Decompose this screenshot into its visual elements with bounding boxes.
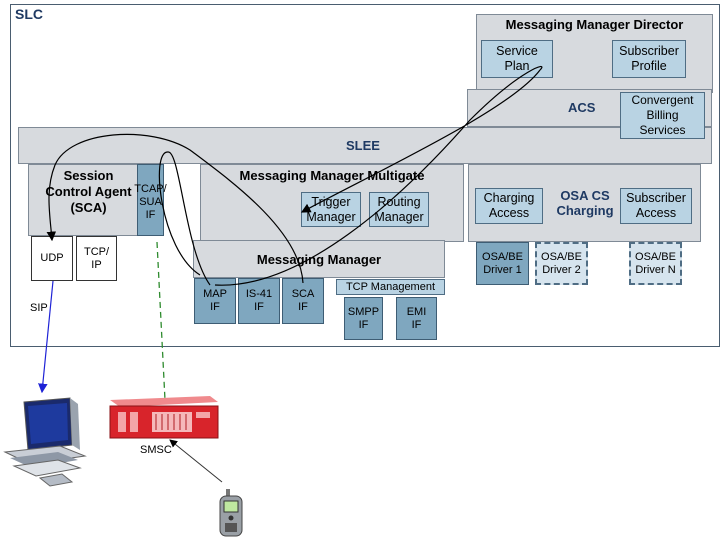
slc-label: SLC [15,6,43,22]
acs-title: ACS [568,100,596,115]
emi-if-box[interactable]: EMI IF [396,297,437,340]
smpp-if-box[interactable]: SMPP IF [344,297,383,340]
osa-driver-1[interactable]: OSA/BE Driver 1 [476,242,529,285]
smsc-server-icon [109,396,219,439]
flow-curve-tcap [158,151,211,286]
convergent-billing-box[interactable]: Convergent Billing Services [620,92,705,139]
routing-manager-box[interactable]: Routing Manager [369,192,429,227]
computer-workstation-icon [3,397,87,487]
slee-bar [18,127,712,164]
osa-driver-2[interactable]: OSA/BE Driver 2 [535,242,588,285]
sip-arrow [38,280,54,394]
subscriber-access-box[interactable]: Subscriber Access [620,188,692,224]
sip-label: SIP [30,302,48,314]
udp-box[interactable]: UDP [31,236,73,281]
smsc-link [156,241,166,401]
tcp-management-box: TCP Management [336,279,445,295]
phone-to-smsc-arrow [169,439,223,483]
mmd-title: Messaging Manager Director [505,17,684,32]
sca-box [28,164,149,236]
mobile-phone-icon [219,489,243,537]
subscriber-profile-box[interactable]: Subscriber Profile [612,40,686,78]
messaging-manager-title: Messaging Manager [256,252,382,267]
slee-title: SLEE [346,138,380,153]
flow-curve-sca [46,133,304,284]
charging-access-box[interactable]: Charging Access [475,188,543,224]
tcap-sua-if-box[interactable]: TCAP/ SUA IF [134,164,167,236]
messaging-manager-box [193,240,445,278]
osa-title: OSA CS Charging [556,188,614,218]
map-if-box[interactable]: MAP IF [194,278,236,324]
flow-curve-service-plan [214,66,543,286]
smsc-label: SMSC [140,444,172,456]
osa-driver-n[interactable]: OSA/BE Driver N [629,242,682,285]
service-plan-box[interactable]: Service Plan [481,40,553,78]
sca-title: Session Control Agent (SCA) [45,168,132,215]
is41-if-box[interactable]: IS-41 IF [238,278,280,324]
tcpip-box[interactable]: TCP/ IP [76,236,117,281]
